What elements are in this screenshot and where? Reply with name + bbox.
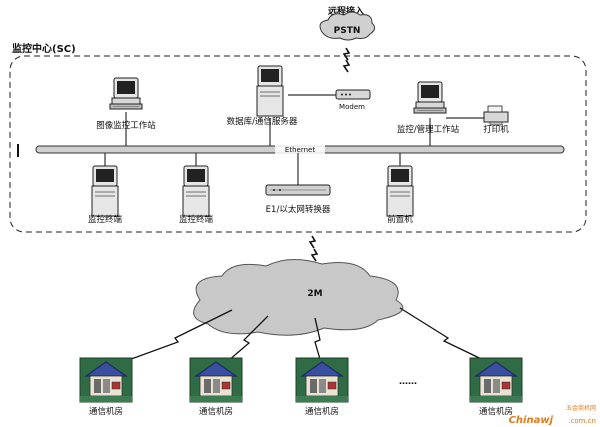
image-workstation-label: 图像监控工作站 [96,120,156,131]
mgmt-workstation-icon [413,81,447,114]
pstn-link-icon [343,47,350,61]
station-4-icon [469,357,523,403]
station-links [111,307,497,367]
modem-label: Modem [339,103,365,111]
pstn-cloud [319,11,376,41]
wan-link-icon-2 [311,248,318,262]
station-1-label: 通信机房 [89,406,123,417]
watermark-brand: Chinawj [509,415,554,426]
watermark-cn: 五金商机网 [566,404,596,412]
station-1-icon [79,357,133,403]
station-3-icon [295,357,349,403]
monitoring-center-boundary [9,55,587,233]
image-workstation-icon [109,77,143,110]
pstn-label: PSTN [334,26,361,36]
front-end-processor-label: 前置机 [387,214,413,225]
db-server-label: 数据库/通信服务器 [227,116,298,127]
front-end-processor-icon [386,165,414,217]
wan-link-icon [309,235,316,249]
terminal-2-icon [182,165,210,217]
station-2-icon [189,357,243,403]
mgmt-workstation-label: 监控/管理工作站 [397,124,460,135]
ethernet-label: Ethernet [285,146,315,154]
modem-icon [335,89,371,100]
terminal-1-label: 监控终端 [88,214,123,225]
station-4-label: 通信机房 [479,406,513,417]
station-3-label: 通信机房 [305,406,339,417]
station-2-label: 通信机房 [199,406,233,417]
printer-icon [483,105,509,126]
terminal-2-label: 监控终端 [179,214,214,225]
wan-cloud [193,259,404,336]
pstn-link-icon-2 [343,59,350,73]
printer-label: 打印机 [483,124,509,135]
e1-converter-icon [265,184,331,196]
wan-label: 2M [307,289,322,299]
terminal-1-icon [91,165,119,217]
e1-converter-label: E1/以太网转换器 [266,204,331,215]
ellipsis-label: …… [399,377,417,387]
watermark-domain: .com.cn [568,417,596,425]
center-title: 监控中心(SC) [12,42,76,55]
db-server-icon [256,65,284,117]
